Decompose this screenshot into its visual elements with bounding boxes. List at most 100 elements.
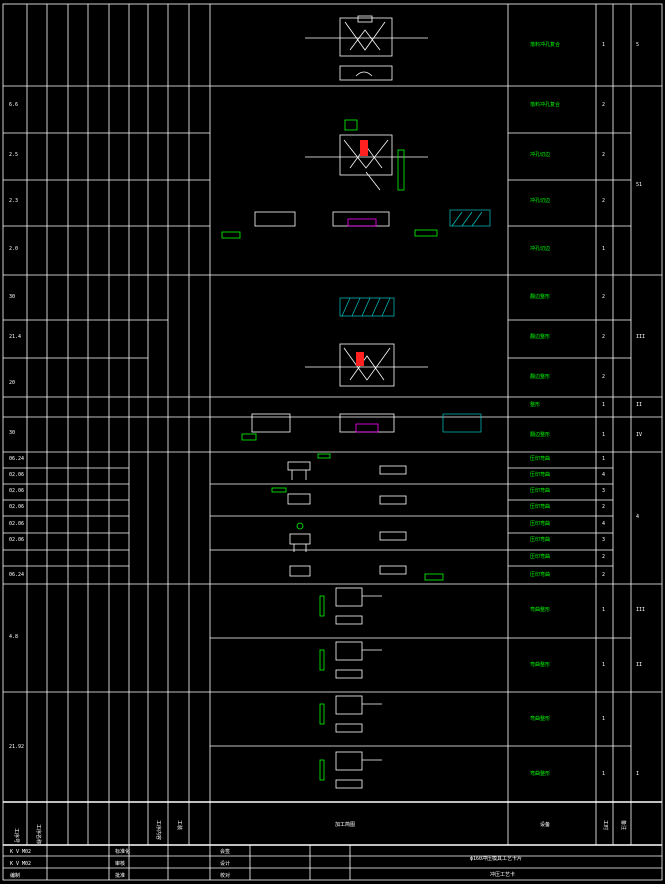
operation-name: 压印弯曲 [530, 471, 550, 478]
sketch-op3-die [241, 297, 482, 441]
sketch-op2-die [221, 119, 491, 239]
operation-name: 压印弯曲 [530, 503, 550, 510]
header-label: 工序名称 [35, 824, 42, 844]
sequence-number: 2 [602, 198, 605, 204]
sequence-number: 3 [602, 537, 605, 543]
operation-name: 弯曲整形 [530, 661, 550, 668]
operation-name: 落料冲孔复合 [530, 41, 560, 48]
row-code: 06.24 [9, 572, 24, 578]
row-code: 21.4 [9, 334, 21, 340]
footer-label: 校对 [220, 872, 230, 879]
row-code: 06.24 [9, 456, 24, 462]
row-code: 6.6 [9, 102, 18, 108]
header-label: 设备 [540, 821, 550, 828]
title-block: K V M02 K V M02 编制 标准化 审核 批准 会签 设计 校对 ϕ1… [10, 848, 522, 879]
sequence-number: 4 [602, 521, 605, 527]
grid-horizontal-lines [3, 85, 662, 869]
operation-name: 弯曲整形 [530, 715, 550, 722]
footer-label: 标准化 [115, 848, 130, 855]
sequence-number: 2 [602, 102, 605, 108]
sketch-op5-bending [319, 587, 382, 789]
sequence-number: 1 [602, 402, 605, 408]
group-number: III [636, 607, 645, 613]
sequence-number: 1 [602, 716, 605, 722]
operation-name: 冲孔切边 [530, 151, 550, 158]
sequence-number: 2 [602, 554, 605, 560]
row-code: 4.8 [9, 634, 18, 640]
sequence-number: 1 [602, 432, 605, 438]
drawing-title: ϕ160冲压模具工艺卡片 [470, 855, 522, 862]
group-number: II [636, 402, 642, 408]
row-code: 02.06 [9, 504, 24, 510]
sequence-number: 4 [602, 472, 605, 478]
sequence-number: 2 [602, 334, 605, 340]
header-label: 工序内容 [155, 820, 162, 840]
operation-names: 落料冲孔复合落料冲孔复合冲孔切边冲孔切边冲孔切边翻边整形翻边整形翻边整形整形翻边… [530, 41, 560, 777]
column-header-row: 工序号 工序名称 工序内容 加工简图 设备 工装 工时 备注 [13, 820, 627, 844]
sketch-op1-die [305, 15, 428, 81]
row-code: 21.92 [9, 744, 24, 750]
header-label: 备注 [620, 820, 627, 830]
header-label: 加工简图 [335, 821, 355, 828]
row-code: 2.5 [9, 152, 18, 158]
header-label: 工装 [176, 820, 183, 830]
footer-label: 设计 [220, 860, 230, 867]
sequence-number: 1 [602, 771, 605, 777]
footer-grid [46, 845, 351, 880]
operation-name: 落料冲孔复合 [530, 101, 560, 108]
row-code: 02.06 [9, 472, 24, 478]
footer-code: 编制 [10, 872, 20, 879]
operation-name: 压印弯曲 [530, 455, 550, 462]
group-number: 4 [636, 514, 639, 520]
sequence-number: 1 [602, 456, 605, 462]
row-code: 30 [9, 294, 15, 300]
sequence-number: 2 [602, 152, 605, 158]
operation-name: 弯曲整形 [530, 770, 550, 777]
operation-name: 翻边整形 [530, 333, 550, 340]
sequence-number: 2 [602, 504, 605, 510]
operation-name: 冲孔切边 [530, 197, 550, 204]
sequence-number: 2 [602, 294, 605, 300]
group-number: II [636, 662, 642, 668]
operation-name: 翻边整形 [530, 373, 550, 380]
sequence-number: 1 [602, 607, 605, 613]
row-code: 02.06 [9, 521, 24, 527]
sequence-number: 2 [602, 572, 605, 578]
sketch-op4-bending [271, 453, 444, 581]
operation-name: 压印弯曲 [530, 553, 550, 560]
header-label: 工序号 [13, 828, 20, 843]
grid-vertical-lines [26, 4, 632, 845]
operation-name: 整形 [530, 401, 540, 408]
group-number: 5 [636, 42, 639, 48]
row-code: 2.0 [9, 246, 18, 252]
operation-name: 压印弯曲 [530, 487, 550, 494]
sequence-number: 1 [602, 662, 605, 668]
row-code: 30 [9, 430, 15, 436]
operation-name: 压印弯曲 [530, 571, 550, 578]
footer-label: 会签 [220, 848, 230, 855]
group-number: 51 [636, 182, 642, 188]
operation-name: 弯曲整形 [530, 606, 550, 613]
operation-name: 翻边整形 [530, 431, 550, 438]
footer-code: K V M02 [10, 849, 31, 855]
header-label: 工时 [602, 820, 609, 830]
row-code: 02.06 [9, 488, 24, 494]
footer-code: K V M02 [10, 861, 31, 867]
outer-frame [2, 3, 663, 881]
operation-name: 压印弯曲 [530, 520, 550, 527]
operation-name: 冲孔切边 [530, 245, 550, 252]
footer-label: 批准 [115, 872, 125, 879]
operation-name: 压印弯曲 [530, 536, 550, 543]
sequence-number: 1 [602, 42, 605, 48]
sequence-number: 2 [602, 374, 605, 380]
group-number: III [636, 334, 645, 340]
group-number: IV [636, 432, 642, 438]
footer-label: 审核 [115, 860, 125, 867]
row-code: 2.3 [9, 198, 18, 204]
row-code: 02.06 [9, 537, 24, 543]
left-codes: 6.62.52.32.03021.4203006.2402.0602.0602.… [9, 102, 24, 750]
drawing-subtitle: 冲压工艺卡 [490, 871, 515, 878]
